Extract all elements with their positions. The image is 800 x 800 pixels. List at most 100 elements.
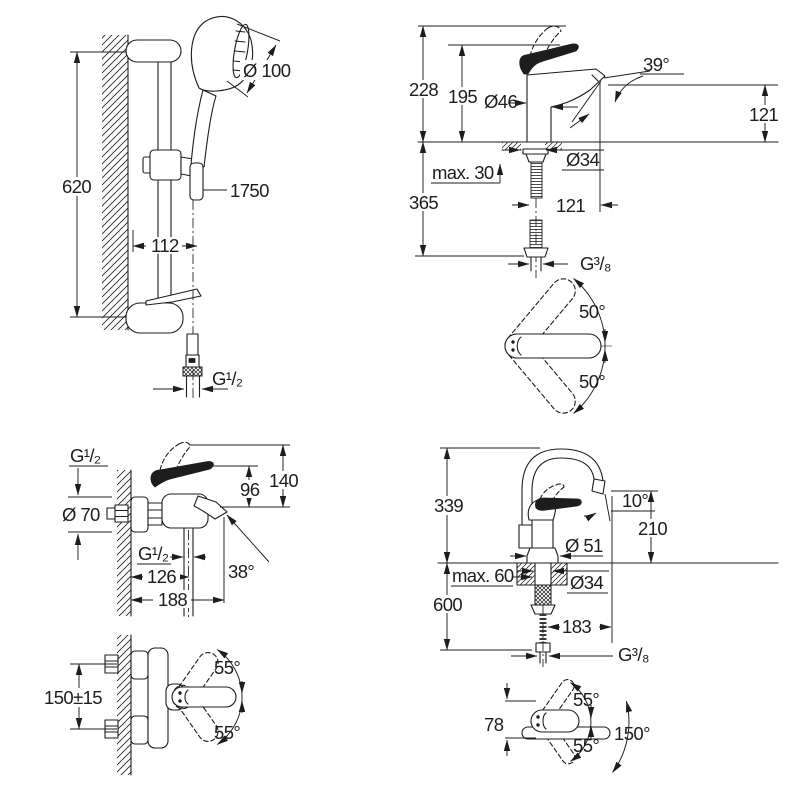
dim-label-inlet-thread: G¹/₂: [70, 445, 101, 466]
dim-label-total-height: 140: [269, 470, 298, 491]
dim-height-open: 228: [407, 25, 566, 143]
dim-label-handle-height: 96: [240, 479, 260, 500]
dim-label-connection-thread: G¹/₂: [212, 368, 243, 389]
dim-label-max-deck: max. 30: [432, 162, 494, 183]
dim-label-swing-up: 50°: [579, 301, 605, 322]
dim-label-head-diameter: Ø 100: [243, 60, 291, 81]
bath-mixer-diagram: G¹/₂ Ø 70 96 140 G¹/₂: [42, 441, 302, 776]
dim-connection-thread: G³/₈: [511, 644, 650, 665]
dim-label-inlet-spacing: 150±15: [44, 687, 102, 708]
handle-top-view: [504, 333, 602, 359]
wall-section: [102, 34, 129, 331]
bath-handle-rotated-down: [172, 684, 219, 742]
basin-handle-swivel-view: 50° 50°: [504, 278, 612, 414]
sink-mounting: [530, 562, 556, 667]
dim-body-diameter: Ø 51: [510, 535, 604, 560]
dim-label-connection-thread: G³/₈: [618, 644, 649, 665]
shower-hose: [182, 200, 203, 399]
sink-faucet-body: [518, 448, 611, 564]
dim-handle-height: 96: [210, 465, 290, 508]
dim-label-spray-angle: 39°: [643, 54, 669, 75]
dim-wall-to-hose: 112: [132, 230, 198, 256]
dim-label-body-diameter: Ø46: [484, 91, 517, 112]
dim-escutcheon-diameter: Ø 70: [62, 468, 112, 560]
dim-outlet-thread: G¹/₂: [137, 543, 206, 565]
dim-connection-thread: G¹/₂: [153, 368, 243, 393]
dim-label-escutcheon-diameter: Ø 70: [62, 504, 100, 525]
spout-outlet: [591, 478, 606, 495]
dim-label-swing-down: 50°: [579, 371, 605, 392]
body-top-view: [147, 647, 169, 749]
dim-connection-thread: G³/₈: [508, 253, 612, 274]
bath-lever-raised: [159, 441, 191, 478]
dim-base-depth: 78: [484, 683, 536, 756]
dim-hose-length: 600: [429, 562, 532, 651]
dim-inlet-thread: G¹/₂: [69, 445, 108, 467]
dim-label-rail-height: 620: [62, 176, 91, 197]
dim-hose-offset: 126: [130, 566, 190, 587]
bath-lever: [150, 461, 214, 488]
dim-label-hose-length: 1750: [230, 180, 269, 201]
basin-lever: [519, 43, 579, 75]
flex-hose: [529, 219, 543, 249]
dim-label-spout-projection: 121: [556, 195, 585, 216]
dim-hole-diameter: Ø34: [503, 146, 604, 171]
dim-spray-angle: 10°: [583, 490, 655, 522]
shower-rail: [125, 39, 202, 334]
sink-handle-top-view: [530, 709, 580, 733]
dim-spout-projection: 188: [130, 517, 225, 610]
dim-spout-height: 121: [608, 84, 782, 143]
dim-label-hole-diameter: Ø34: [570, 572, 603, 593]
dim-label-spray-angle: 10°: [622, 490, 648, 511]
glide-element: [149, 149, 182, 181]
dim-hose-length: 1750: [203, 180, 270, 201]
dim-label-outlet-height: 210: [638, 518, 667, 539]
dim-spray-angle: 39°: [569, 54, 684, 129]
sink-mixer-diagram: 339 10° 210 Ø 51 max. 60 Ø34: [429, 447, 779, 773]
dim-label-height-closed: 195: [448, 86, 477, 107]
hand-shower: [189, 16, 254, 201]
dim-label-spray-angle: 38°: [228, 561, 254, 582]
bath-mixer-top-view: 55° 55° 150±15: [42, 634, 246, 776]
sink-mixer-top-view: 55° 55° 150° 78: [484, 679, 651, 773]
dim-label-hole-diameter: Ø34: [566, 149, 599, 170]
basin-mounting: [522, 148, 549, 278]
dim-height-closed: 195: [445, 44, 560, 143]
dim-label-height-open: 228: [409, 79, 438, 100]
dim-hole-diameter: Ø34: [517, 567, 609, 594]
dim-rail-height: 620: [61, 51, 126, 318]
dim-label-wall-to-hose: 112: [151, 235, 179, 256]
dim-label-body-diameter: Ø 51: [565, 535, 603, 556]
dim-inlet-spacing: 150±15: [42, 663, 117, 730]
sink-lever-raised: [539, 483, 565, 502]
dim-label-base-depth: 78: [484, 714, 504, 735]
threaded-shank: [530, 161, 543, 199]
dim-max-deck: max. 60: [451, 565, 533, 587]
threaded-shank: [534, 584, 552, 606]
dim-total-height: 140: [190, 444, 302, 508]
bath-handle-top-view: [171, 686, 237, 708]
dim-label-hose-offset: 126: [147, 566, 176, 587]
wall-section-main: [117, 469, 132, 617]
soap-dish: [145, 288, 202, 306]
basin-faucet-body: [519, 25, 606, 143]
dim-label-swing-up: 55°: [573, 689, 599, 710]
dim-spout-projection: 183: [547, 496, 613, 643]
dim-head-diameter: Ø 100: [226, 23, 298, 98]
dim-spout-projection: 121: [512, 195, 618, 216]
dim-label-spout-projection: 183: [562, 616, 591, 637]
sink-lever: [535, 497, 582, 511]
dim-label-hose-length: 600: [433, 594, 462, 615]
escutcheon: [130, 496, 149, 533]
dim-outlet-height: 210: [611, 490, 670, 564]
dim-label-outlet-thread: G¹/₂: [138, 543, 169, 564]
dim-label-spout-height: 339: [434, 495, 463, 516]
dim-label-hose-length: 365: [409, 192, 438, 213]
dim-body-diameter: Ø46: [484, 91, 578, 112]
bath-spout: [193, 495, 228, 520]
dim-label-swing-down: 55°: [214, 722, 240, 743]
dim-max-deck: max. 30: [431, 162, 504, 184]
dim-label-max-deck: max. 60: [452, 565, 514, 586]
dim-label-spout-swivel: 150°: [614, 723, 650, 744]
